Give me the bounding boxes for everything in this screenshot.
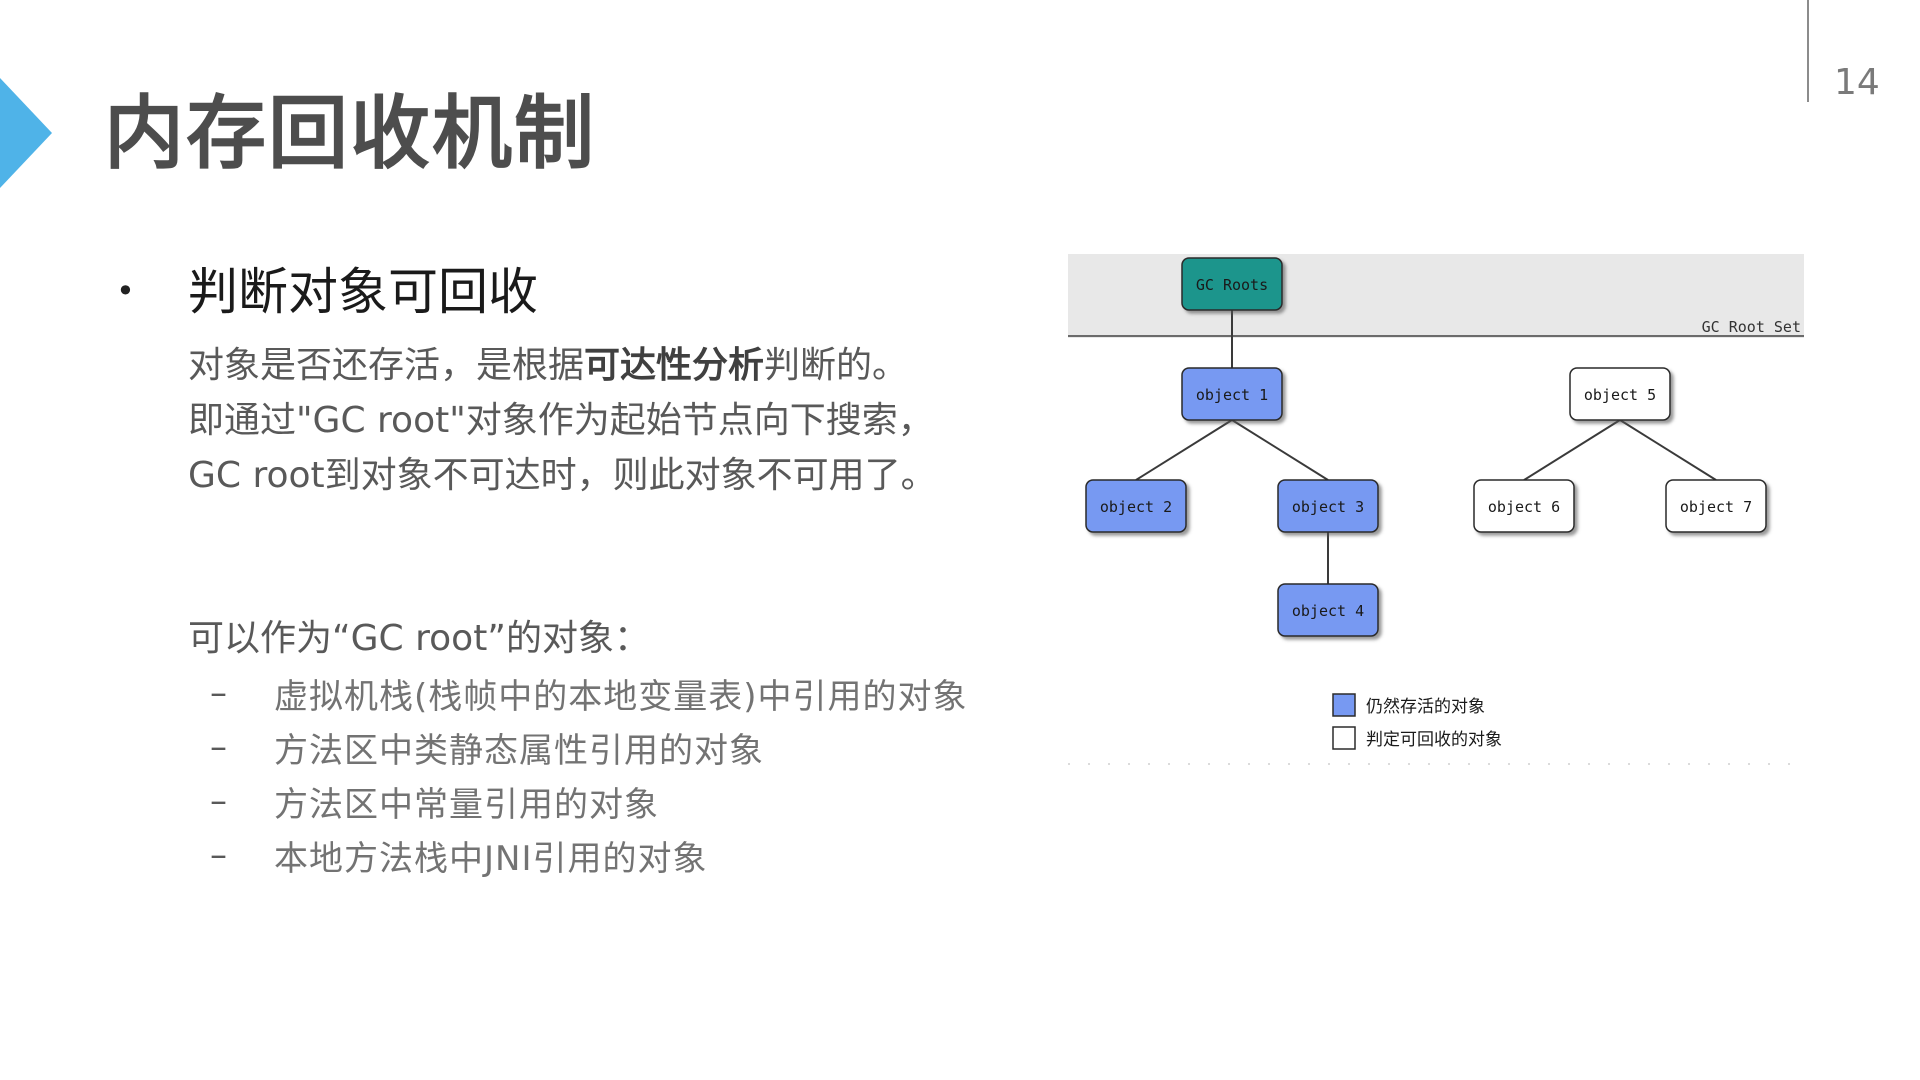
node-object-7-box	[1665, 479, 1767, 533]
node-object-5: object 5	[1569, 367, 1671, 421]
edge-obj5-obj7	[1619, 419, 1717, 481]
node-object-1: object 1	[1181, 367, 1283, 421]
node-object-2-box	[1085, 479, 1187, 533]
dash-icon: –	[210, 673, 227, 713]
node-object-7-label: object 7	[1680, 498, 1752, 516]
node-object-1-box	[1181, 367, 1283, 421]
page-title: 内存回收机制	[104, 87, 596, 180]
gc-roots-list: – 虚拟机栈(栈帧中的本地变量表)中引用的对象 – 方法区中类静态属性引用的对象 –…	[210, 666, 968, 882]
node-object-3-box	[1277, 479, 1379, 533]
node-object-6: object 6	[1473, 479, 1575, 533]
body-line-1-bold: 可达性分析	[584, 345, 765, 386]
legend-collectable-swatch	[1332, 726, 1356, 750]
dash-icon: –	[210, 835, 227, 875]
node-object-2-label: object 2	[1100, 498, 1172, 516]
body-line-2: 即通过"GC root"对象作为起始节点向下搜索，	[188, 400, 934, 441]
edge-obj5-obj6	[1523, 419, 1621, 481]
legend-alive-label: 仍然存活的对象	[1366, 697, 1485, 717]
page-divider	[1807, 0, 1809, 102]
list-item-text: 虚拟机栈(栈帧中的本地变量表)中引用的对象	[274, 676, 968, 717]
body-line-1: 对象是否还存活，是根据可达性分析判断的。	[188, 338, 1068, 393]
edges	[1135, 308, 1717, 584]
node-object-3: object 3	[1277, 479, 1379, 533]
body-line-3: GC root到对象不可达时，则此对象不可用了。	[188, 455, 937, 496]
legend: 仍然存活的对象 判定可回收的对象	[1332, 693, 1502, 750]
legend-collectable-label: 判定可回收的对象	[1366, 730, 1502, 750]
edge-obj1-obj2	[1135, 419, 1233, 481]
node-gc-roots-label: GC Roots	[1196, 276, 1268, 294]
gc-roots-heading: 可以作为“GC root”的对象：	[188, 618, 650, 659]
node-object-1-label: object 1	[1196, 386, 1268, 404]
node-object-4-box	[1277, 583, 1379, 637]
node-gc-roots-box	[1181, 257, 1283, 311]
body-line-1-start: 对象是否还存活，是根据	[188, 345, 585, 386]
dash-icon: –	[210, 781, 227, 821]
edge-obj1-obj3	[1231, 419, 1329, 481]
node-object-5-box	[1569, 367, 1671, 421]
body-line-1-end: 判断的。	[764, 345, 909, 386]
node-object-4-label: object 4	[1292, 602, 1364, 620]
bullet-icon: •	[116, 272, 135, 310]
node-object-5-label: object 5	[1584, 386, 1656, 404]
node-gc-roots: GC Roots	[1181, 257, 1283, 311]
diagram-canvas: GC Root Set GC Roots object 1	[1068, 254, 1804, 765]
page-number: 14	[1834, 62, 1880, 103]
list-item-text: 方法区中类静态属性引用的对象	[274, 730, 764, 771]
section-heading: 判断对象可回收	[188, 263, 538, 321]
list-item-text: 方法区中常量引用的对象	[274, 784, 659, 825]
node-object-2: object 2	[1085, 479, 1187, 533]
title-arrow-icon	[0, 78, 52, 188]
dash-icon: –	[210, 727, 227, 767]
root-set-band	[1068, 254, 1804, 338]
legend-alive-swatch	[1332, 693, 1356, 717]
list-item-text: 本地方法栈中JNI引用的对象	[274, 838, 708, 879]
node-object-4: object 4	[1277, 583, 1379, 637]
body-text: 对象是否还存活，是根据可达性分析判断的。 即通过"GC root"对象作为起始节…	[188, 338, 1068, 503]
gc-reachability-diagram: GC Root Set GC Roots object 1	[1068, 252, 1804, 772]
root-set-label: GC Root Set	[1702, 318, 1801, 336]
node-object-7: object 7	[1665, 479, 1767, 533]
list-item: – 本地方法栈中JNI引用的对象	[210, 828, 968, 882]
node-object-3-label: object 3	[1292, 498, 1364, 516]
list-item: – 虚拟机栈(栈帧中的本地变量表)中引用的对象	[210, 666, 968, 720]
list-item: – 方法区中常量引用的对象	[210, 774, 968, 828]
node-object-6-box	[1473, 479, 1575, 533]
node-object-6-label: object 6	[1488, 498, 1560, 516]
list-item: – 方法区中类静态属性引用的对象	[210, 720, 968, 774]
